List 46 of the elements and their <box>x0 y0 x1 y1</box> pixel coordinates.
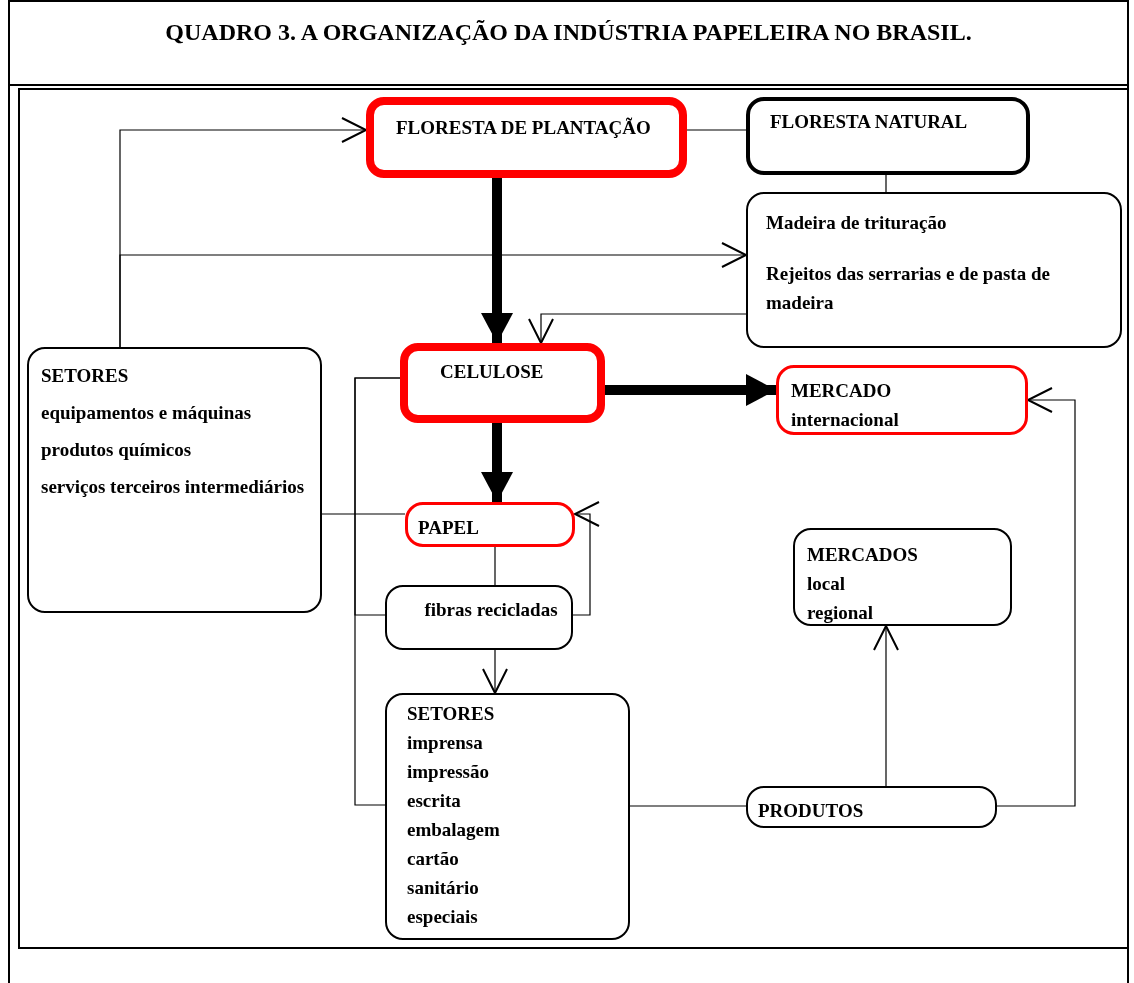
box-text: Rejeitos das serrarias e de pasta de madeira <box>766 262 1051 315</box>
rounded-box <box>385 585 573 650</box>
connector-arrow <box>996 387 1076 807</box>
box-text: FLORESTA NATURAL <box>770 110 969 134</box>
connector-arrow <box>482 649 508 694</box>
box-text: PRODUTOS <box>758 799 865 823</box>
box-text: SETORES <box>407 702 496 726</box>
box-text: internacional <box>791 408 900 432</box>
box-text: embalagem <box>407 818 501 842</box>
box-text: escrita <box>407 789 462 813</box>
rounded-box <box>27 347 322 613</box>
title: QUADRO 3. A ORGANIZAÇÃO DA INDÚSTRIA PAPELEIRA NO BRASIL. <box>164 18 973 47</box>
box-text: PAPEL <box>418 516 480 540</box>
rounded-box <box>385 693 630 940</box>
rounded-box <box>366 97 687 178</box>
rounded-box <box>746 786 997 828</box>
box-text: fibras recicladas <box>423 598 559 622</box>
box-text: MERCADOS <box>807 543 919 567</box>
box-text: impressão <box>407 760 490 784</box>
box-text: Madeira de trituração <box>766 211 948 235</box>
box-text: MERCADO <box>791 379 893 403</box>
box-text: produtos químicos <box>41 438 193 462</box>
connector-arrow <box>481 423 513 502</box>
box-text: FLORESTA DE PLANTAÇÃO <box>396 116 652 140</box>
rounded-box <box>793 528 1012 626</box>
rounded-box <box>776 365 1028 435</box>
connector-arrow <box>481 178 513 343</box>
connector-arrow <box>605 374 776 406</box>
box-text: cartão <box>407 847 460 871</box>
rounded-box <box>746 97 1030 175</box>
connector-arrow <box>572 501 600 616</box>
box-text: regional <box>807 601 875 625</box>
connector-arrow <box>528 313 747 344</box>
connector-arrow <box>873 625 899 787</box>
box-text: imprensa <box>407 731 484 755</box>
rounded-box <box>405 502 575 547</box>
box-text: equipamentos e máquinas <box>41 401 253 425</box>
box-text: local <box>807 572 846 596</box>
box-text: SETORES <box>41 364 130 388</box>
box-text: CELULOSE <box>440 360 545 384</box>
rounded-box <box>400 343 605 423</box>
box-text: sanitário <box>407 876 480 900</box>
rounded-box <box>746 192 1122 348</box>
box-text: especiais <box>407 905 479 929</box>
connector-arrow <box>119 242 747 348</box>
box-text: serviços terceiros intermediários <box>41 475 306 499</box>
